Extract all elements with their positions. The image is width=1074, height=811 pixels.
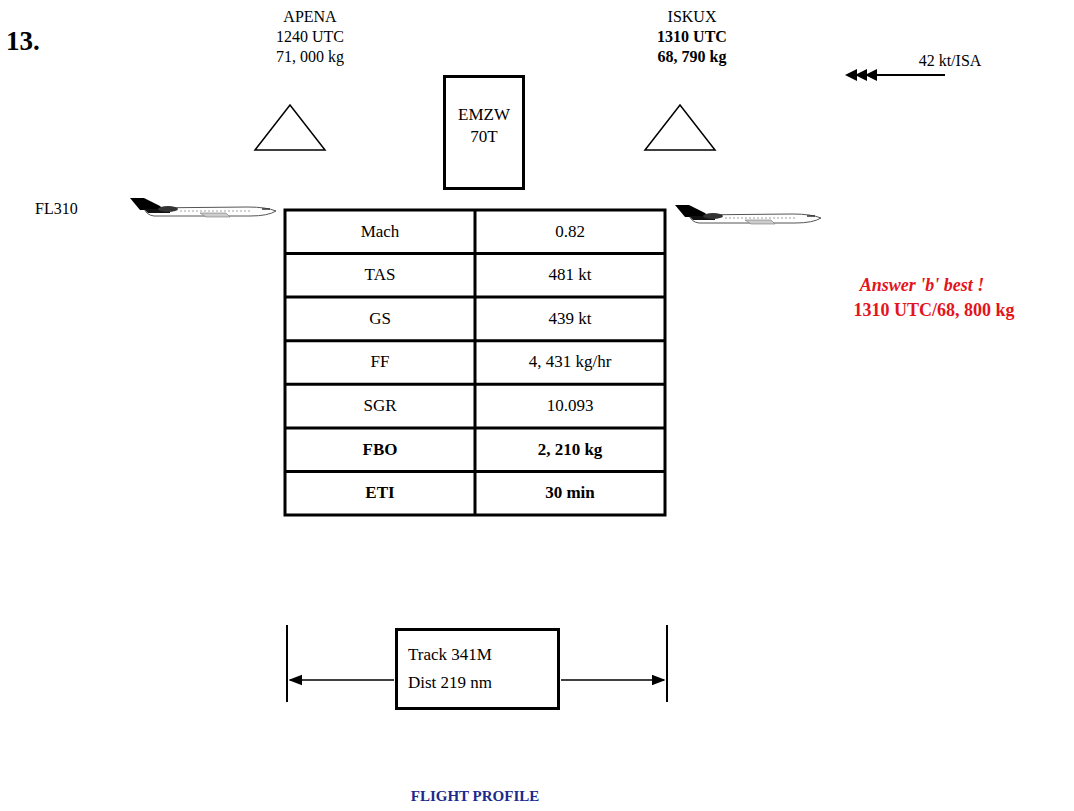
waypoint-triangle — [645, 105, 715, 150]
aircraft-icon — [130, 198, 276, 217]
table-cell: 439 kt — [549, 309, 592, 329]
wind-arrow — [845, 69, 945, 81]
waypoint-box: EMZW70T — [443, 75, 525, 190]
answer-note: Answer 'b' best ! — [860, 275, 985, 296]
figure-number: 13. — [6, 26, 40, 57]
waypoint-time: 1310 UTC — [657, 28, 727, 46]
table-cell: ETI — [365, 483, 394, 503]
waypoint-name: APENA — [283, 8, 336, 26]
table-cell: 0.82 — [555, 222, 585, 242]
table-cell: 2, 210 kg — [538, 440, 603, 460]
table-cell: FF — [371, 353, 390, 373]
table-cell: 30 min — [545, 483, 595, 503]
waypoint-mass: 71, 000 kg — [276, 48, 344, 66]
table-cell: TAS — [365, 266, 396, 286]
waypoint-triangle — [255, 105, 325, 150]
waypoint-time: 1240 UTC — [276, 28, 344, 46]
table-cell: 481 kt — [549, 266, 592, 286]
table-cell: Mach — [361, 222, 400, 242]
box-text: Track 341M — [408, 641, 492, 669]
waypoint-name: ISKUX — [668, 8, 717, 26]
waypoint-mass: 68, 790 kg — [658, 48, 727, 66]
figure-caption: FLIGHT PROFILE — [411, 788, 540, 805]
table-cell: FBO — [363, 440, 398, 460]
data-table — [285, 210, 665, 515]
track-box: Track 341MDist 219 nm — [395, 628, 560, 710]
box-text: 70T — [470, 126, 497, 148]
table-cell: 4, 431 kg/hr — [529, 353, 612, 373]
table-cell: GS — [369, 309, 391, 329]
answer-value: 1310 UTC/68, 800 kg — [853, 300, 1014, 321]
box-text: EMZW — [458, 104, 510, 126]
table-cell: 10.093 — [547, 396, 594, 416]
table-cell: SGR — [363, 396, 396, 416]
box-text: Dist 219 nm — [408, 669, 492, 697]
aircraft-icon — [675, 205, 821, 224]
wind-label: 42 kt/ISA — [919, 52, 982, 70]
flight-level: FL310 — [35, 200, 78, 218]
